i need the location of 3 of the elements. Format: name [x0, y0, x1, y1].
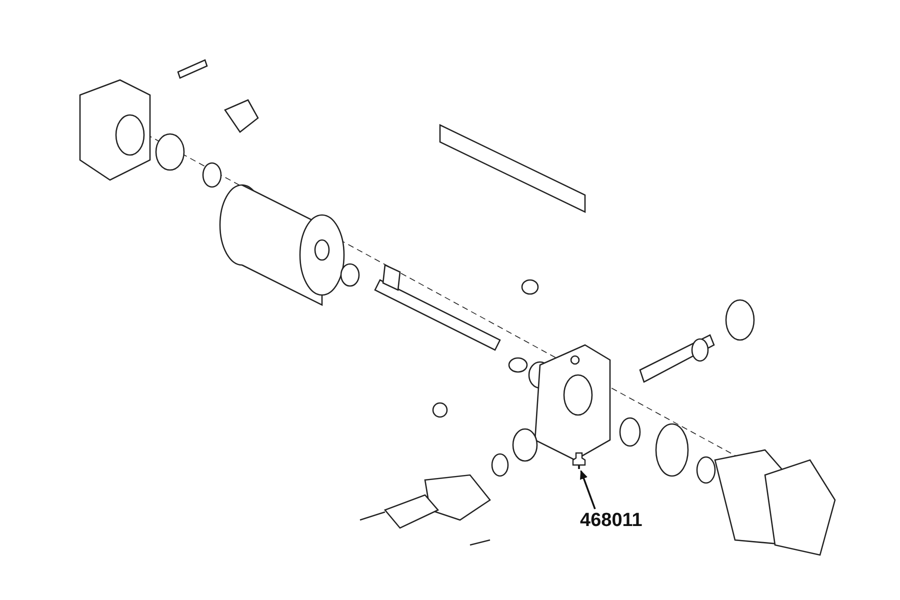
- grease-fitting-drawing: [570, 452, 588, 470]
- leader-arrow: [580, 470, 596, 510]
- part-number: 468011: [580, 511, 642, 531]
